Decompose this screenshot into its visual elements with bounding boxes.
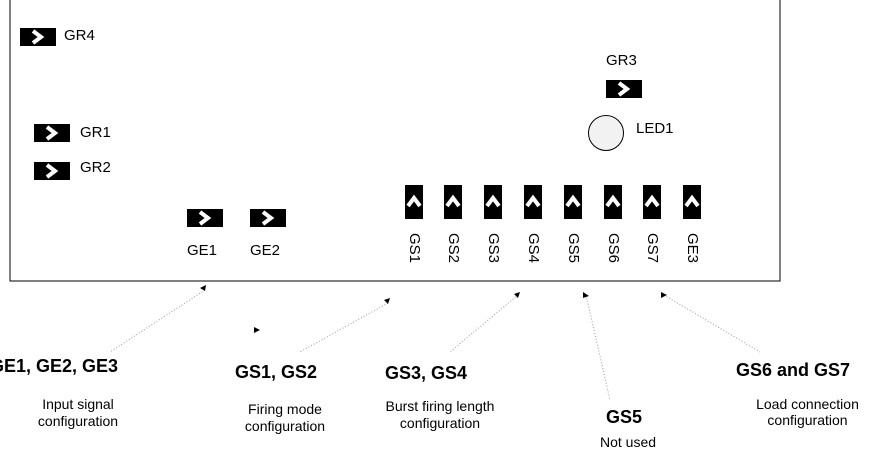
callout-gs67-desc-2: configuration bbox=[767, 412, 848, 428]
label-ge2: GE2 bbox=[250, 242, 281, 259]
jumper-gs7 bbox=[643, 185, 661, 219]
label-gr2: GR2 bbox=[80, 159, 111, 176]
callout-gs12-title: GS1, GS2 bbox=[235, 362, 318, 382]
jumper-gr1 bbox=[34, 124, 70, 142]
callout-ge-desc-2: configuration bbox=[37, 413, 119, 429]
callout-gs34-desc-1: Burst firing length bbox=[385, 398, 495, 414]
callout-ge-title: GE1, GE2, GE3 bbox=[0, 356, 119, 376]
callout-gs34-desc-2: configuration bbox=[399, 415, 481, 431]
leader-line-gs34 bbox=[449, 294, 519, 353]
callout-gs67-desc-1: Load connection bbox=[756, 396, 859, 412]
jumper-gs2 bbox=[444, 185, 462, 219]
label-gs4: GS4 bbox=[525, 233, 542, 264]
callout-gs5-desc-1: Not used bbox=[600, 434, 657, 450]
leader-line-gs12 bbox=[299, 302, 389, 353]
label-gs5: GS5 bbox=[565, 233, 582, 264]
jumper-gr3 bbox=[606, 80, 642, 98]
callout-gs34-title: GS3, GS4 bbox=[385, 363, 468, 383]
board-outline bbox=[9, 0, 781, 282]
jumper-ge3 bbox=[683, 185, 701, 219]
callout-gs5-title: GS5 bbox=[606, 407, 643, 427]
label-gr4: GR4 bbox=[64, 27, 95, 44]
label-gr3: GR3 bbox=[606, 52, 637, 69]
arrowhead bbox=[254, 327, 260, 333]
label-gr1: GR1 bbox=[80, 124, 111, 141]
arrowhead bbox=[384, 298, 390, 304]
label-gs1: GS1 bbox=[406, 233, 423, 264]
arrowheads bbox=[200, 285, 667, 333]
jumper-gs5 bbox=[564, 185, 582, 219]
callout-ge-desc-1: Input signal bbox=[42, 396, 114, 412]
leader-line-gs67 bbox=[663, 294, 761, 353]
label-ge1: GE1 bbox=[187, 242, 218, 259]
leader-lines bbox=[109, 289, 761, 401]
jumper-gs3 bbox=[484, 185, 502, 219]
label-gs6: GS6 bbox=[605, 233, 622, 264]
label-gs3: GS3 bbox=[485, 233, 502, 264]
jumper-gs4 bbox=[524, 185, 542, 219]
jumper-ge2 bbox=[250, 209, 286, 227]
jumper-gs6 bbox=[604, 185, 622, 219]
jumper-ge1 bbox=[187, 209, 223, 227]
led-icon bbox=[588, 115, 624, 151]
jumper-gs1 bbox=[405, 185, 423, 219]
arrowhead bbox=[514, 292, 520, 298]
jumper-gr4 bbox=[20, 28, 56, 46]
callout-gs67-title: GS6 and GS7 bbox=[736, 360, 851, 380]
arrowhead bbox=[661, 292, 667, 298]
label-gs7: GS7 bbox=[644, 233, 661, 264]
label-gs2: GS2 bbox=[445, 233, 462, 264]
arrowhead bbox=[200, 285, 206, 291]
leader-line-gs5 bbox=[585, 294, 611, 401]
label-ge3: GE3 bbox=[684, 233, 701, 264]
leader-line-ge bbox=[109, 289, 206, 353]
callout-gs12-desc-1: Firing mode bbox=[248, 401, 322, 417]
callout-gs12-desc-2: configuration bbox=[244, 418, 326, 434]
jumper-gr2 bbox=[34, 162, 70, 180]
label-led1: LED1 bbox=[636, 120, 674, 137]
arrowhead bbox=[583, 292, 589, 298]
